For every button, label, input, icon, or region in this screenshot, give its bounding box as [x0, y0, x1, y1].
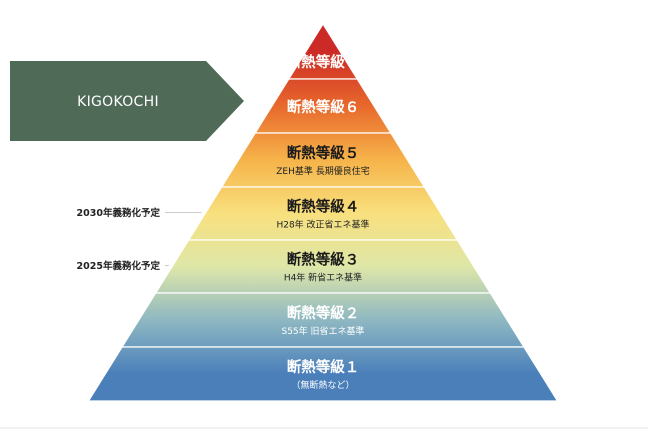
- level-3-title: 断熱等級３: [287, 251, 360, 269]
- level-6-title: 断熱等級６: [287, 98, 360, 116]
- level-1-title: 断熱等級１: [287, 358, 360, 376]
- level-7-title: 断熱等級７: [287, 53, 360, 71]
- level-2-subtitle: S55年 旧省エネ基準: [281, 325, 364, 337]
- level-4-title: 断熱等級４: [287, 198, 360, 216]
- banner-label: KIGOKOCHI: [77, 94, 159, 110]
- level-4-subtitle: H28年 改正省エネ基準: [276, 219, 369, 231]
- side-notes: 2030年義務化予定 2025年義務化予定: [77, 207, 202, 272]
- level-5-title: 断熱等級５: [287, 144, 360, 162]
- pyramid-level-1: [87, 346, 559, 402]
- side-note-level-4: 2030年義務化予定: [77, 207, 161, 219]
- level-5-subtitle: ZEH基準 長期優良住宅: [276, 165, 369, 177]
- level-3-subtitle: H4年 新省エネ基準: [284, 272, 362, 284]
- banner-arrow-shape: [10, 61, 244, 141]
- kigokochi-banner: KIGOKOCHI: [10, 61, 244, 141]
- side-note-level-3: 2025年義務化予定: [77, 260, 161, 272]
- level-2-title: 断熱等級２: [287, 304, 360, 322]
- level-1-subtitle: （無断熱など）: [291, 379, 354, 391]
